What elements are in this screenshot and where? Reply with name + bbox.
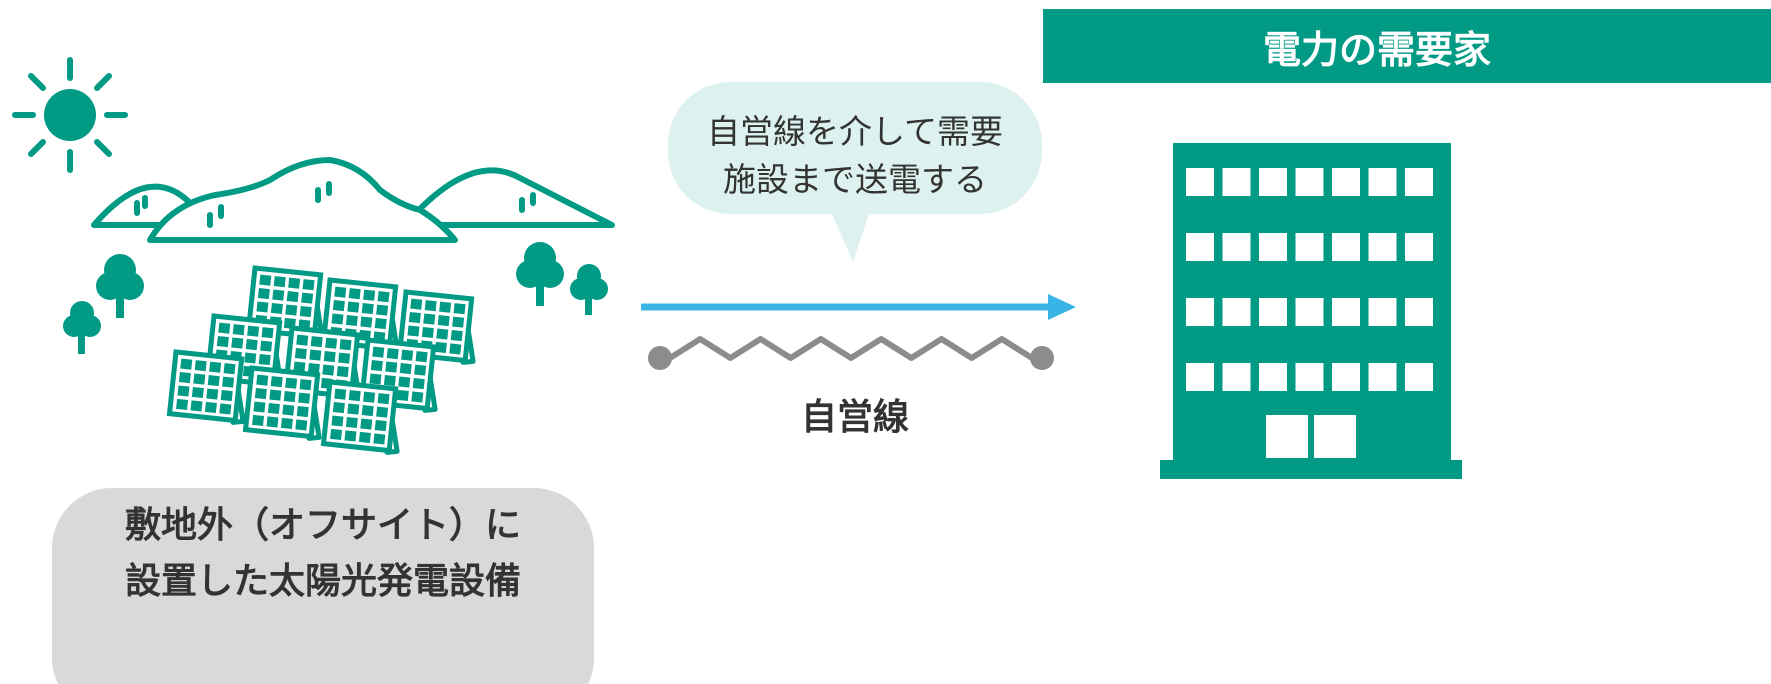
building-window (1186, 298, 1214, 326)
building-window (1332, 363, 1360, 391)
solar-panel-array (166, 265, 476, 455)
building-icon (1160, 143, 1462, 479)
solar-caption: 敷地外（オフサイト）に 設置した太陽光発電設備 (52, 488, 594, 684)
building-window (1368, 363, 1397, 391)
building-window (1368, 298, 1397, 326)
sun-icon (12, 57, 128, 173)
tree-icon (63, 301, 101, 354)
building-window (1295, 168, 1324, 196)
building-window (1222, 168, 1251, 196)
building-window (1222, 298, 1251, 326)
solar-panel-icon (166, 349, 246, 425)
building-window (1332, 168, 1360, 196)
tree-icon (516, 242, 564, 306)
building-window (1259, 233, 1287, 261)
building-window (1332, 298, 1360, 326)
building-window (1405, 233, 1433, 261)
building-window (1405, 298, 1433, 326)
mountains-icon (91, 157, 615, 243)
building-window (1405, 168, 1433, 196)
building-window (1259, 298, 1287, 326)
building-window (1222, 363, 1251, 391)
solar-caption-line-1: 敷地外（オフサイト）に (124, 505, 521, 546)
building-window (1186, 233, 1214, 261)
solar-panel-icon (245, 265, 325, 341)
building-window (1186, 363, 1214, 391)
arrow-icon (641, 294, 1076, 320)
building-window (1295, 363, 1324, 391)
bubble-line-1: 自営線を介して需要 (706, 112, 1003, 151)
caption-background (52, 488, 594, 684)
building-window (1332, 233, 1360, 261)
solar-panel-icon (320, 379, 400, 455)
private-line-label: 自営線 (800, 397, 909, 438)
consumer-header-label: 電力の需要家 (1262, 27, 1491, 72)
building-window (1295, 298, 1324, 326)
building-window (1186, 168, 1214, 196)
tree-icon (96, 254, 144, 318)
building-window (1259, 168, 1287, 196)
zigzag-wire-icon (648, 336, 1054, 370)
solar-caption-line-2: 設置した太陽光発電設備 (124, 561, 521, 602)
building-window (1368, 233, 1397, 261)
building-window (1259, 363, 1287, 391)
speech-bubble (668, 82, 1042, 262)
building-window (1295, 233, 1324, 261)
building-window (1405, 363, 1433, 391)
building-window (1368, 168, 1397, 196)
building-window (1222, 233, 1251, 261)
bubble-line-2: 施設まで送電する (723, 160, 987, 199)
consumer-header: 電力の需要家 (1043, 9, 1771, 83)
tree-icon (570, 264, 608, 315)
solar-panel-icon (242, 365, 322, 441)
speech-bubble-text: 自営線を介して需要 施設まで送電する (672, 104, 1038, 208)
